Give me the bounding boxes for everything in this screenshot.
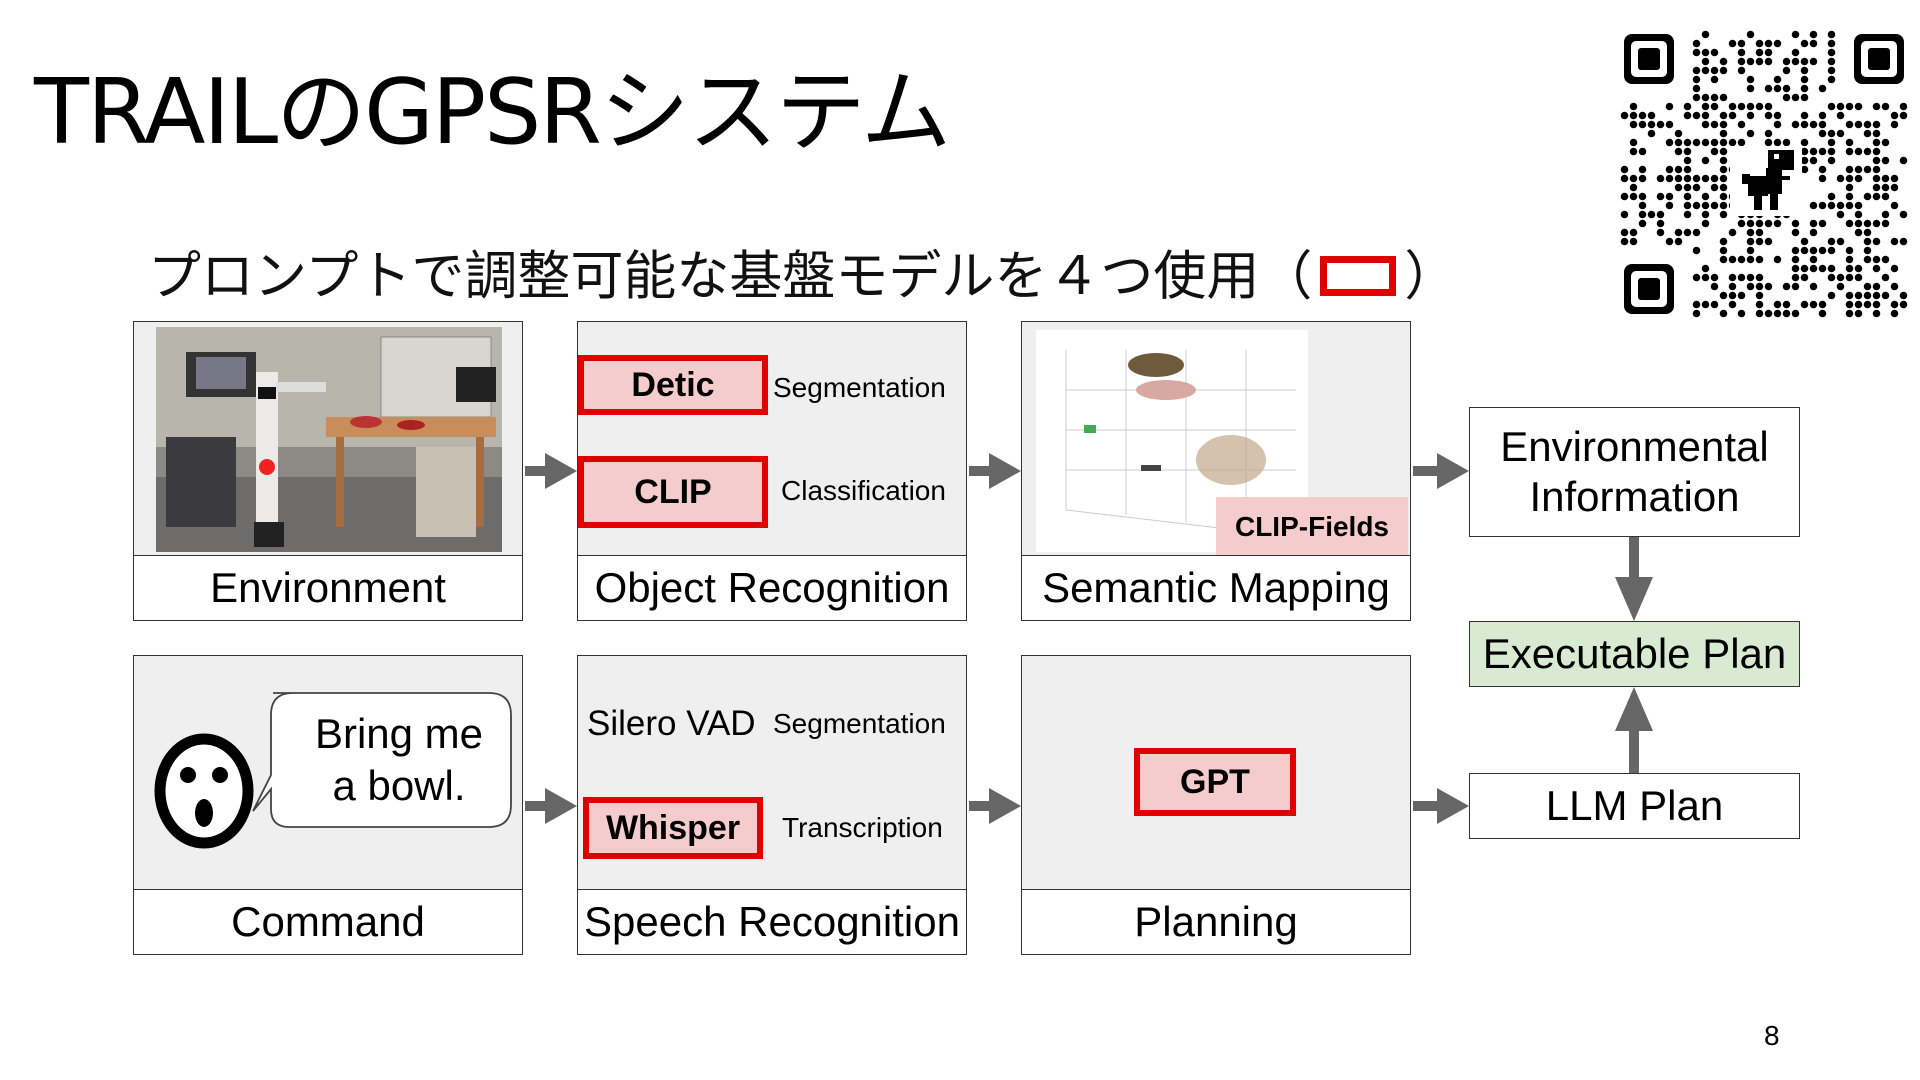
planning-panel: GPT Planning bbox=[1021, 655, 1411, 955]
whisper-model-box: Whisper bbox=[583, 797, 763, 859]
gpt-model-box: GPT bbox=[1134, 748, 1296, 816]
speech-recognition-caption: Speech Recognition bbox=[578, 889, 966, 954]
surprised-face-icon bbox=[154, 733, 254, 849]
page-number: 8 bbox=[1764, 1020, 1780, 1051]
object-recognition-caption: Object Recognition bbox=[578, 555, 966, 620]
subtitle-prefix: プロンプトで調整可能な基盤モデルを４つ使用（ bbox=[148, 246, 1313, 307]
object-recognition-panel: Detic Segmentation CLIP Classification O… bbox=[577, 321, 967, 621]
arrow-right-icon bbox=[525, 453, 577, 489]
executable-plan-box: Executable Plan bbox=[1469, 621, 1800, 687]
speech-line-2: a bowl. bbox=[332, 762, 466, 809]
semantic-mapping-caption: Semantic Mapping bbox=[1022, 555, 1410, 620]
arrow-right-icon bbox=[525, 788, 577, 824]
semantic-mapping-panel: CLIP-Fields Semantic Mapping bbox=[1021, 321, 1411, 621]
speech-bubble bbox=[252, 692, 512, 828]
command-speech-text: Bring me a bowl. bbox=[284, 708, 514, 812]
whisper-task-label: Transcription bbox=[782, 812, 943, 843]
arrow-right-icon bbox=[969, 788, 1021, 824]
slide-subtitle: プロンプトで調整可能な基盤モデルを４つ使用（ ） bbox=[148, 242, 1457, 312]
planning-caption: Planning bbox=[1022, 889, 1410, 954]
clip-model-box: CLIP bbox=[578, 456, 768, 528]
command-panel: Bring me a bowl. Command bbox=[133, 655, 523, 955]
command-caption: Command bbox=[134, 889, 522, 954]
environmental-information-box: Environmental Information bbox=[1469, 407, 1800, 537]
environment-caption: Environment bbox=[134, 555, 522, 620]
clip-fields-model-box: CLIP-Fields bbox=[1216, 497, 1408, 557]
speech-recognition-panel: Silero VAD Segmentation Whisper Transcri… bbox=[577, 655, 967, 955]
environment-panel: Environment bbox=[133, 321, 523, 621]
dino-icon bbox=[1742, 150, 1794, 210]
arrow-right-icon bbox=[969, 453, 1021, 489]
arrow-down-icon bbox=[1615, 537, 1653, 621]
robot-environment-photo bbox=[156, 327, 502, 552]
arrow-right-icon bbox=[1413, 788, 1469, 824]
silero-task-label: Segmentation bbox=[773, 708, 946, 739]
legend-highlight-box bbox=[1320, 256, 1397, 296]
silero-vad-label: Silero VAD bbox=[587, 704, 756, 743]
speech-line-1: Bring me bbox=[314, 710, 484, 757]
detic-model-box: Detic bbox=[578, 355, 768, 415]
detic-task-label: Segmentation bbox=[773, 372, 946, 403]
subtitle-suffix: ） bbox=[1404, 246, 1458, 307]
slide-title: TRAILのGPSRシステム bbox=[34, 60, 951, 165]
clip-task-label: Classification bbox=[781, 475, 946, 506]
arrow-right-icon bbox=[1413, 453, 1469, 489]
arrow-up-icon bbox=[1615, 687, 1653, 773]
qr-code-icon bbox=[1620, 30, 1908, 318]
llm-plan-box: LLM Plan bbox=[1469, 773, 1800, 839]
semantic-3d-map-plot bbox=[1036, 330, 1308, 552]
